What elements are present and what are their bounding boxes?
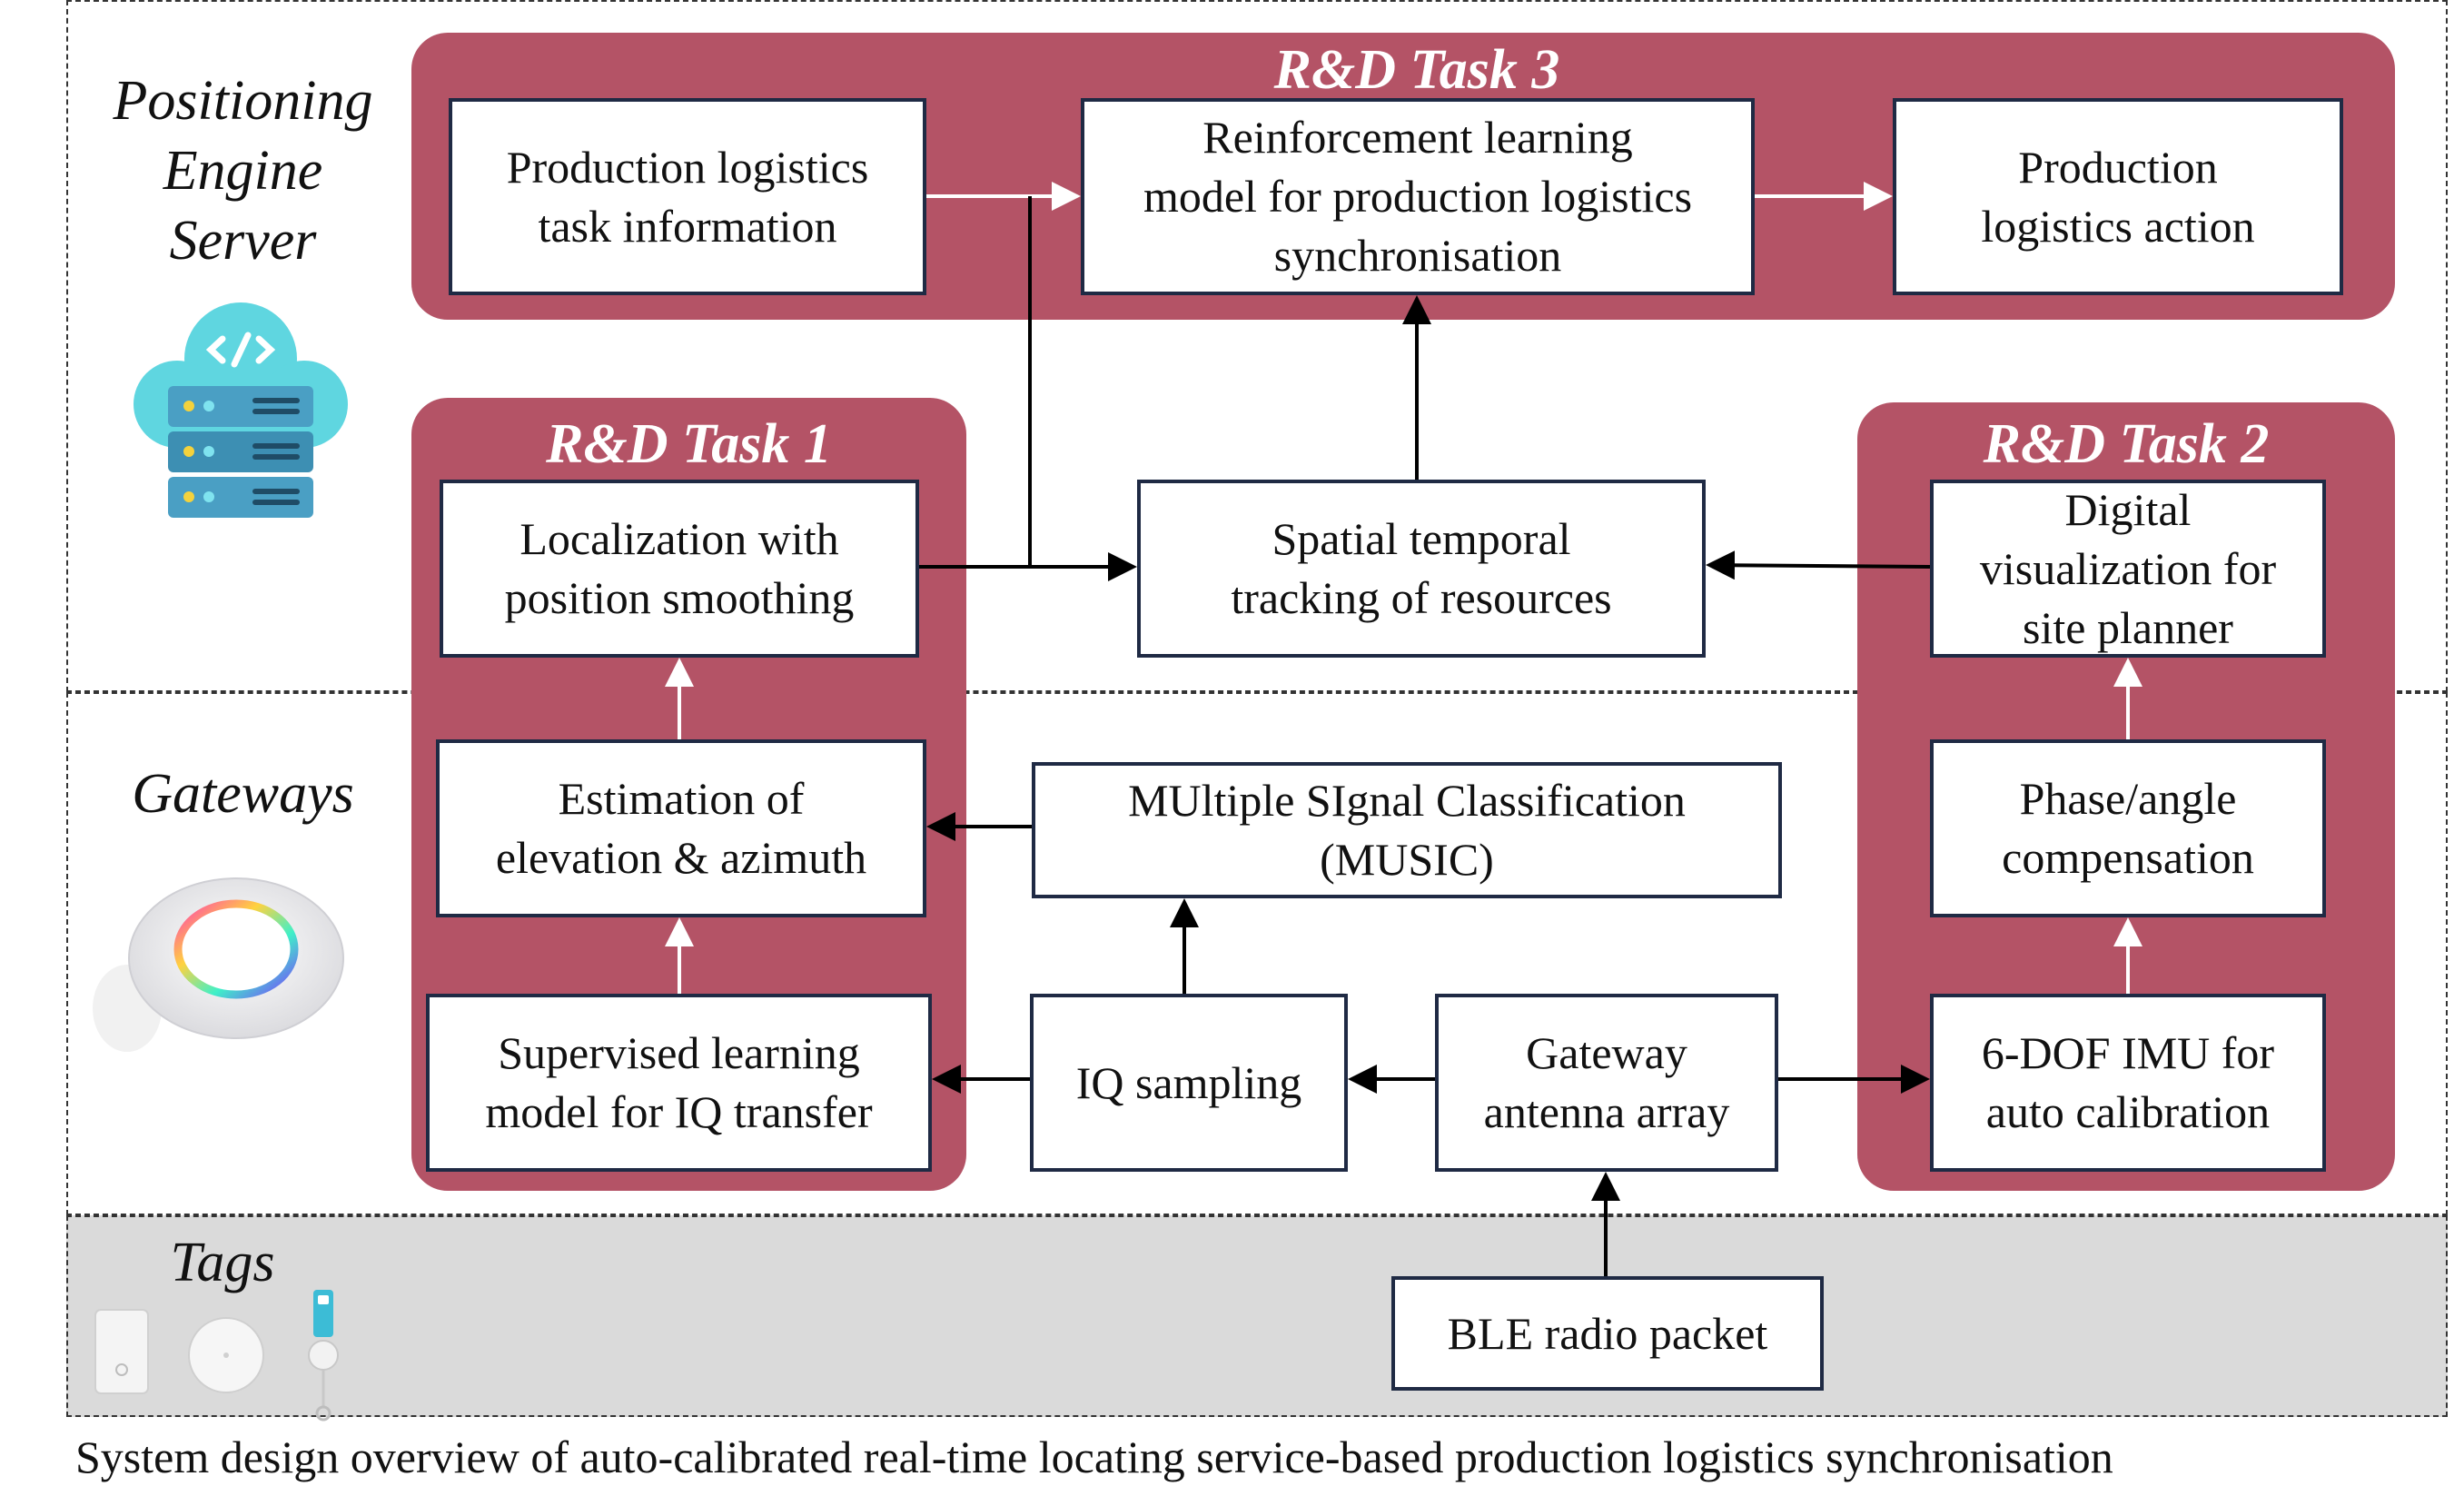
server-lane-label: Positioning Engine Server — [113, 70, 373, 272]
round-tag-icon — [188, 1317, 264, 1393]
music-box: MUltiple SIgnal Classification (MUSIC) — [1032, 762, 1782, 898]
gateway-antenna-box: Gateway antenna array — [1435, 994, 1778, 1172]
figure-caption: System design overview of auto-calibrate… — [75, 1432, 2113, 1482]
spatial-tracking-box: Spatial temporal tracking of resources — [1137, 480, 1706, 658]
gateway-device-icon — [93, 877, 344, 1052]
server-lane — [66, 0, 2448, 692]
tags-lane-label: Tags — [170, 1232, 275, 1293]
task2-title: R&D Task 2 — [1983, 413, 2270, 475]
logistics-action-box: Production logistics action — [1893, 98, 2343, 295]
imu-box: 6-DOF IMU for auto calibration — [1930, 994, 2326, 1172]
digital-visualization-box: Digital visualization for site planner — [1930, 480, 2326, 658]
phase-compensation-box: Phase/angle compensation — [1930, 739, 2326, 917]
lanyard-tag-icon — [308, 1290, 339, 1422]
tags-lane — [66, 1215, 2448, 1417]
gateways-lane — [66, 692, 2448, 1215]
localization-box: Localization with position smoothing — [440, 480, 919, 658]
task-information-box: Production logistics task information — [449, 98, 926, 295]
card-tag-icon — [94, 1309, 149, 1394]
gateways-lane-label: Gateways — [132, 763, 354, 825]
arrow-visualization-to-tracking — [1706, 550, 1931, 580]
supervised-learning-box: Supervised learning model for IQ transfe… — [426, 994, 932, 1172]
ble-packet-box: BLE radio packet — [1391, 1276, 1824, 1391]
task1-title: R&D Task 1 — [546, 413, 832, 475]
estimation-box: Estimation of elevation & azimuth — [436, 739, 926, 917]
iq-sampling-box: IQ sampling — [1030, 994, 1348, 1172]
rl-model-box: Reinforcement learning model for product… — [1081, 98, 1755, 295]
task3-title: R&D Task 3 — [1273, 39, 1560, 101]
cloud-server-icon — [134, 302, 348, 518]
